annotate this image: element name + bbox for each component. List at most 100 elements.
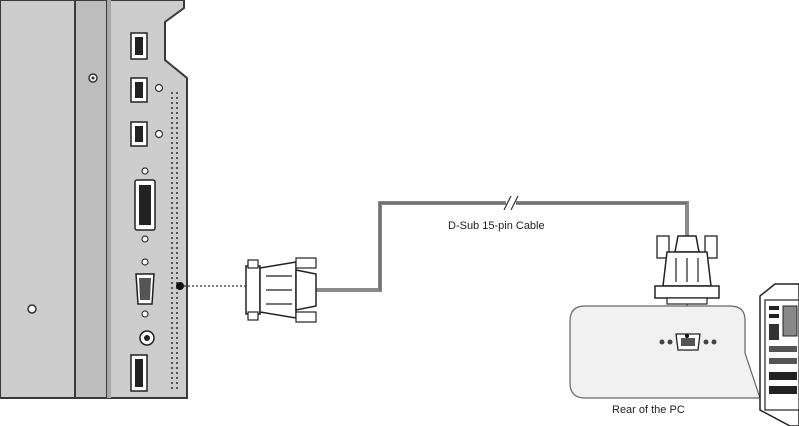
- displayport-icon: [130, 32, 148, 60]
- vent-hole: [171, 287, 173, 289]
- vent-hole: [176, 182, 178, 184]
- vent-hole: [171, 362, 173, 364]
- vent-hole: [176, 352, 178, 354]
- pc-tower-icon: [759, 283, 799, 426]
- dsub-connector-icon: [245, 257, 317, 323]
- vent-hole: [171, 152, 173, 154]
- vent-hole: [176, 172, 178, 174]
- vent-hole: [171, 162, 173, 164]
- vent-hole: [171, 257, 173, 259]
- vent-hole: [176, 367, 178, 369]
- vent-hole: [176, 112, 178, 114]
- vent-hole: [176, 207, 178, 209]
- vent-hole: [171, 242, 173, 244]
- vent-hole: [176, 202, 178, 204]
- vent-hole: [171, 137, 173, 139]
- vent-hole: [171, 157, 173, 159]
- vent-hole: [171, 337, 173, 339]
- vent-hole: [171, 97, 173, 99]
- vent-hole: [171, 262, 173, 264]
- vent-hole: [171, 167, 173, 169]
- vent-hole: [171, 377, 173, 379]
- vent-hole: [176, 387, 178, 389]
- vent-hole: [171, 292, 173, 294]
- vent-hole: [176, 162, 178, 164]
- vent-hole: [176, 282, 178, 284]
- pc-rear-label: Rear of the PC: [612, 404, 685, 416]
- vga-icon: [135, 258, 155, 318]
- vent-hole: [176, 107, 178, 109]
- vent-hole: [176, 347, 178, 349]
- vent-hole: [171, 172, 173, 174]
- vent-hole: [176, 127, 178, 129]
- hdmi-icon: [130, 121, 164, 147]
- vent-hole: [176, 257, 178, 259]
- vent-hole: [176, 232, 178, 234]
- vent-hole: [176, 122, 178, 124]
- vent-hole: [171, 307, 173, 309]
- cable-break-icon: [503, 195, 519, 211]
- vent-hole: [176, 217, 178, 219]
- vent-hole: [171, 302, 173, 304]
- vent-hole: [171, 387, 173, 389]
- vent-hole: [176, 152, 178, 154]
- vent-hole: [176, 117, 178, 119]
- audio-jack-icon: [139, 330, 155, 346]
- vent-hole: [176, 142, 178, 144]
- vent-hole: [171, 177, 173, 179]
- vent-hole: [176, 137, 178, 139]
- displayport-icon: [130, 354, 148, 392]
- vent-hole: [171, 357, 173, 359]
- vent-hole: [171, 122, 173, 124]
- vent-hole: [171, 212, 173, 214]
- vent-hole: [176, 377, 178, 379]
- vent-hole: [171, 197, 173, 199]
- vent-hole: [171, 322, 173, 324]
- vent-hole: [171, 247, 173, 249]
- vent-hole: [176, 277, 178, 279]
- vent-hole: [171, 127, 173, 129]
- vent-hole: [176, 237, 178, 239]
- vent-hole: [171, 117, 173, 119]
- connection-point-icon: [176, 282, 184, 290]
- vent-hole: [171, 237, 173, 239]
- vent-hole: [176, 272, 178, 274]
- screw-hole-icon: [27, 304, 37, 314]
- vent-hole: [171, 267, 173, 269]
- vent-hole: [171, 312, 173, 314]
- vent-hole: [176, 302, 178, 304]
- vent-hole: [171, 372, 173, 374]
- vent-hole: [176, 252, 178, 254]
- vent-hole: [171, 187, 173, 189]
- vent-hole: [176, 197, 178, 199]
- vent-hole: [171, 192, 173, 194]
- vent-hole: [176, 292, 178, 294]
- dvi-icon: [134, 167, 156, 243]
- vent-hole: [171, 182, 173, 184]
- vent-hole: [176, 362, 178, 364]
- vent-hole: [171, 327, 173, 329]
- vent-hole: [176, 342, 178, 344]
- vent-hole: [176, 357, 178, 359]
- vent-hole: [171, 367, 173, 369]
- vent-hole: [176, 372, 178, 374]
- vent-hole: [176, 267, 178, 269]
- vent-hole: [171, 342, 173, 344]
- vent-hole: [171, 207, 173, 209]
- vent-hole: [176, 192, 178, 194]
- vent-hole: [176, 262, 178, 264]
- vent-hole: [176, 297, 178, 299]
- vent-hole: [171, 317, 173, 319]
- vent-hole: [176, 312, 178, 314]
- vent-hole: [171, 102, 173, 104]
- vent-hole: [171, 142, 173, 144]
- vent-hole: [176, 317, 178, 319]
- vent-hole: [176, 132, 178, 134]
- vent-hole: [176, 307, 178, 309]
- vent-hole: [171, 382, 173, 384]
- vent-hole: [176, 322, 178, 324]
- vent-hole: [171, 217, 173, 219]
- vent-hole: [176, 97, 178, 99]
- pc-callout-box: [569, 305, 761, 399]
